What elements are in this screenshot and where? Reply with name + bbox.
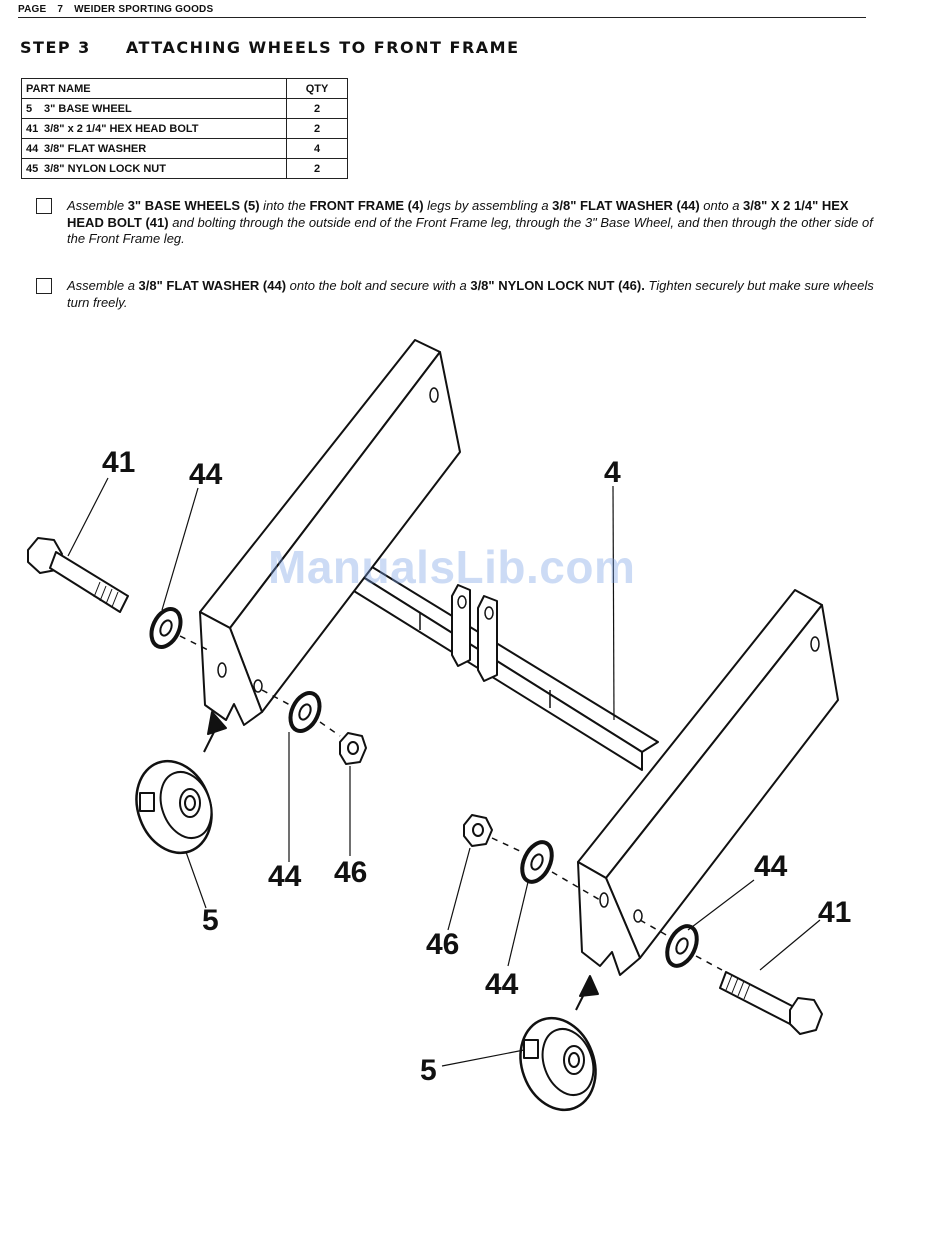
instruction-part-ref: 3" BASE WHEELS (5): [127, 198, 260, 213]
insert-arrow-left: [203, 711, 227, 753]
callout-leaders: [67, 477, 821, 1067]
part-qty: 2: [286, 98, 348, 119]
table-row: 41 3/8" x 2 1/4" HEX HEAD BOLT 2: [21, 118, 348, 139]
instruction-part-ref: 3/8" X 2 1/4" HEX HEAD BOLT (41): [67, 198, 849, 230]
assembly-diagram: 41 44 4 44 46 5 44 41 46 44 5: [27, 339, 851, 1112]
front-frame-right-leg: [577, 589, 839, 976]
assembly-axis-lines: [179, 635, 723, 971]
step-heading: STEP 3 ATTACHING WHEELS TO FRONT FRAME: [20, 38, 520, 57]
lock-nut-left: [339, 732, 367, 765]
instruction-1-checkbox[interactable]: [36, 198, 52, 214]
lock-nut-right: [463, 814, 493, 847]
part-qty: 4: [286, 138, 348, 159]
part-number: 5: [26, 102, 33, 115]
callout-washer-left-outer: 44: [189, 458, 223, 491]
insert-arrow-right: [575, 975, 599, 1011]
instruction-part-ref: 3/8" NYLON LOCK NUT (46).: [470, 278, 645, 293]
instruction-text-run: and bolting through the outside end of t…: [67, 214, 873, 247]
instruction-text-run: Assemble a: [67, 278, 139, 293]
front-frame-crossbar: [311, 539, 659, 771]
watermark: ManualsLib.com: [268, 541, 636, 593]
flat-washer-left-inner: [288, 691, 322, 733]
instruction-text-run: legs by assembling a: [423, 198, 553, 213]
callout-wheel-right: 5: [420, 1054, 437, 1087]
instruction-1: Assemble 3" BASE WHEELS (5) into the FRO…: [36, 198, 876, 248]
callout-bolt-right: 41: [818, 896, 851, 929]
table-row: 44 3/8" FLAT WASHER 4: [21, 138, 348, 159]
callout-front-frame: 4: [604, 456, 621, 489]
flat-washer-right-outer: [665, 924, 699, 968]
part-number: 44: [26, 142, 39, 155]
instruction-2-text: Assemble a 3/8" FLAT WASHER (44) onto th…: [67, 278, 876, 311]
part-name-header: PART NAME: [21, 78, 287, 99]
hex-bolt-left: [27, 537, 129, 613]
instruction-part-ref: 3/8" FLAT WASHER (44): [138, 278, 287, 293]
front-frame-left-leg: [199, 339, 461, 726]
step-label: STEP 3: [20, 38, 91, 57]
part-name: 3/8" x 2 1/4" HEX HEAD BOLT: [44, 122, 199, 135]
callout-washer-right-outer: 44: [754, 850, 788, 883]
company-name: WEIDER SPORTING GOODS: [74, 4, 214, 15]
table-row: 45 3/8" NYLON LOCK NUT 2: [21, 158, 348, 179]
instruction-1-text: Assemble 3" BASE WHEELS (5) into the FRO…: [67, 198, 876, 248]
instruction-text-run: onto a: [699, 198, 744, 213]
callout-nut-left: 46: [334, 856, 367, 889]
instruction-part-ref: 3/8" FLAT WASHER (44): [552, 198, 700, 213]
callout-bolt-left: 41: [102, 446, 135, 479]
instruction-text-run: onto the bolt and secure with a: [286, 278, 471, 293]
hex-bolt-right: [719, 971, 823, 1035]
instruction-text-run: Tighten securely but make sure wheels tu…: [67, 278, 874, 310]
part-name: 3" BASE WHEEL: [44, 102, 132, 115]
callout-nut-right: 46: [426, 928, 459, 961]
callout-washer-right-inner: 44: [485, 968, 519, 1001]
flat-washer-right-inner: [520, 840, 554, 884]
page-label: PAGE: [18, 4, 47, 15]
step-title: ATTACHING WHEELS TO FRONT FRAME: [125, 38, 520, 57]
part-name: 3/8" NYLON LOCK NUT: [44, 162, 166, 175]
part-qty: 2: [286, 158, 348, 179]
base-wheel-left: [135, 759, 213, 855]
page-header: PAGE 7 WEIDER SPORTING GOODS: [18, 4, 866, 18]
callout-wheel-left: 5: [202, 904, 219, 937]
part-qty: 2: [286, 118, 348, 139]
instruction-2: Assemble a 3/8" FLAT WASHER (44) onto th…: [36, 278, 876, 311]
parts-table-header-row: PART NAME QTY: [21, 78, 348, 99]
qty-header: QTY: [286, 78, 348, 99]
instruction-part-ref: FRONT FRAME (4): [309, 198, 424, 213]
part-number: 45: [26, 162, 39, 175]
flat-washer-left-outer: [149, 607, 183, 649]
part-number: 41: [26, 122, 39, 135]
base-wheel-right: [519, 1016, 597, 1112]
instruction-text-run: Assemble: [67, 198, 128, 213]
instruction-text-run: into the: [259, 198, 310, 213]
part-name: 3/8" FLAT WASHER: [44, 142, 147, 155]
table-row: 5 3" BASE WHEEL 2: [21, 98, 348, 119]
page-number: 7: [57, 4, 64, 15]
parts-table: PART NAME QTY 5 3" BASE WHEEL 2 41 3/8" x …: [21, 78, 348, 179]
instruction-2-checkbox[interactable]: [36, 278, 52, 294]
callout-washer-left-inner: 44: [268, 860, 302, 893]
